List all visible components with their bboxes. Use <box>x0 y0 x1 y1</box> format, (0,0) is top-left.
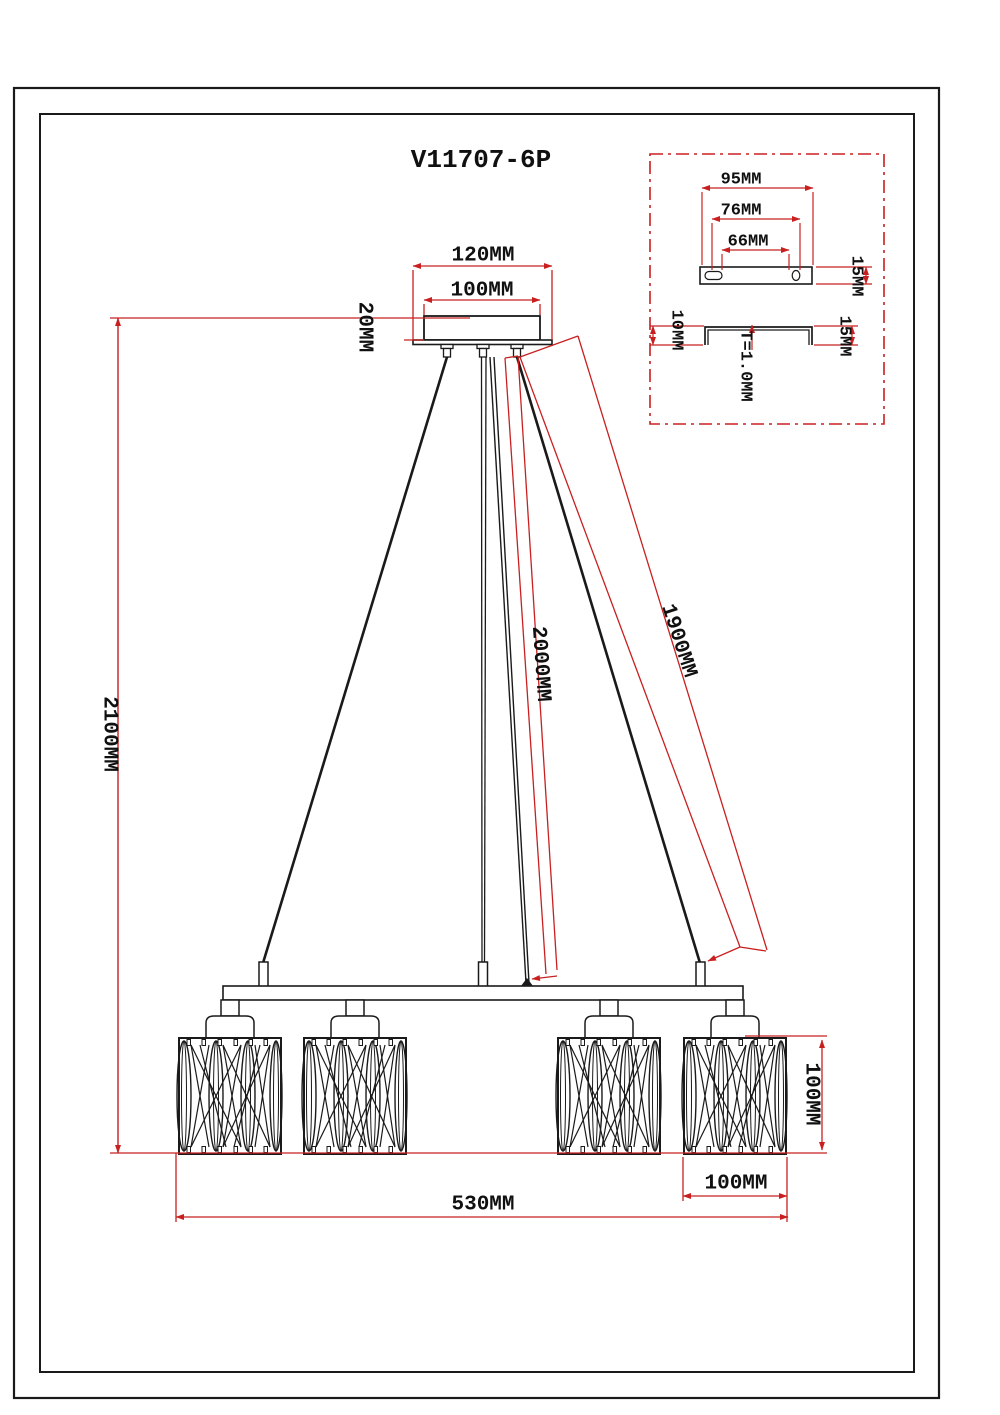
lamp-unit <box>176 999 283 1155</box>
ring-frame <box>222 961 744 1001</box>
dim-canopy-inner-label: 100MM <box>450 279 514 303</box>
dim-canopy-outer-label: 120MM <box>451 244 515 268</box>
dimension-lines-main <box>110 263 827 1222</box>
detail-flange-right-label: 15MM <box>834 315 854 357</box>
dim-shade-height-label: 100MM <box>799 1062 823 1126</box>
detail-plate-height-label: 15MM <box>846 255 866 297</box>
ceiling-canopy <box>412 315 553 358</box>
dim-center-wire-label: 2000MM <box>525 625 555 703</box>
sheet-border <box>12 86 941 1400</box>
detail-hole-inner-label: 66MM <box>727 232 769 252</box>
model-number-label: V11707-6P <box>410 145 552 175</box>
lamp-unit <box>301 999 408 1155</box>
dim-overall-height-label: 2100MM <box>97 696 121 772</box>
dim-shade-diameter-label: 100MM <box>704 1172 768 1196</box>
lamp-unit <box>681 999 788 1155</box>
mounting-plate-detail <box>649 153 885 425</box>
detail-plate-width-label: 95MM <box>720 170 762 190</box>
detail-hole-outer-label: 76MM <box>720 201 762 221</box>
detail-flange-left-label: 10MM <box>666 309 686 351</box>
lamp-unit <box>555 999 662 1155</box>
detail-thickness-label: T=1.0MM <box>735 330 755 402</box>
cable-grippers <box>440 343 524 358</box>
suspension-cables <box>261 356 702 986</box>
dim-canopy-height-label: 20MM <box>352 301 376 353</box>
dim-fixture-diameter-label: 530MM <box>451 1193 515 1217</box>
